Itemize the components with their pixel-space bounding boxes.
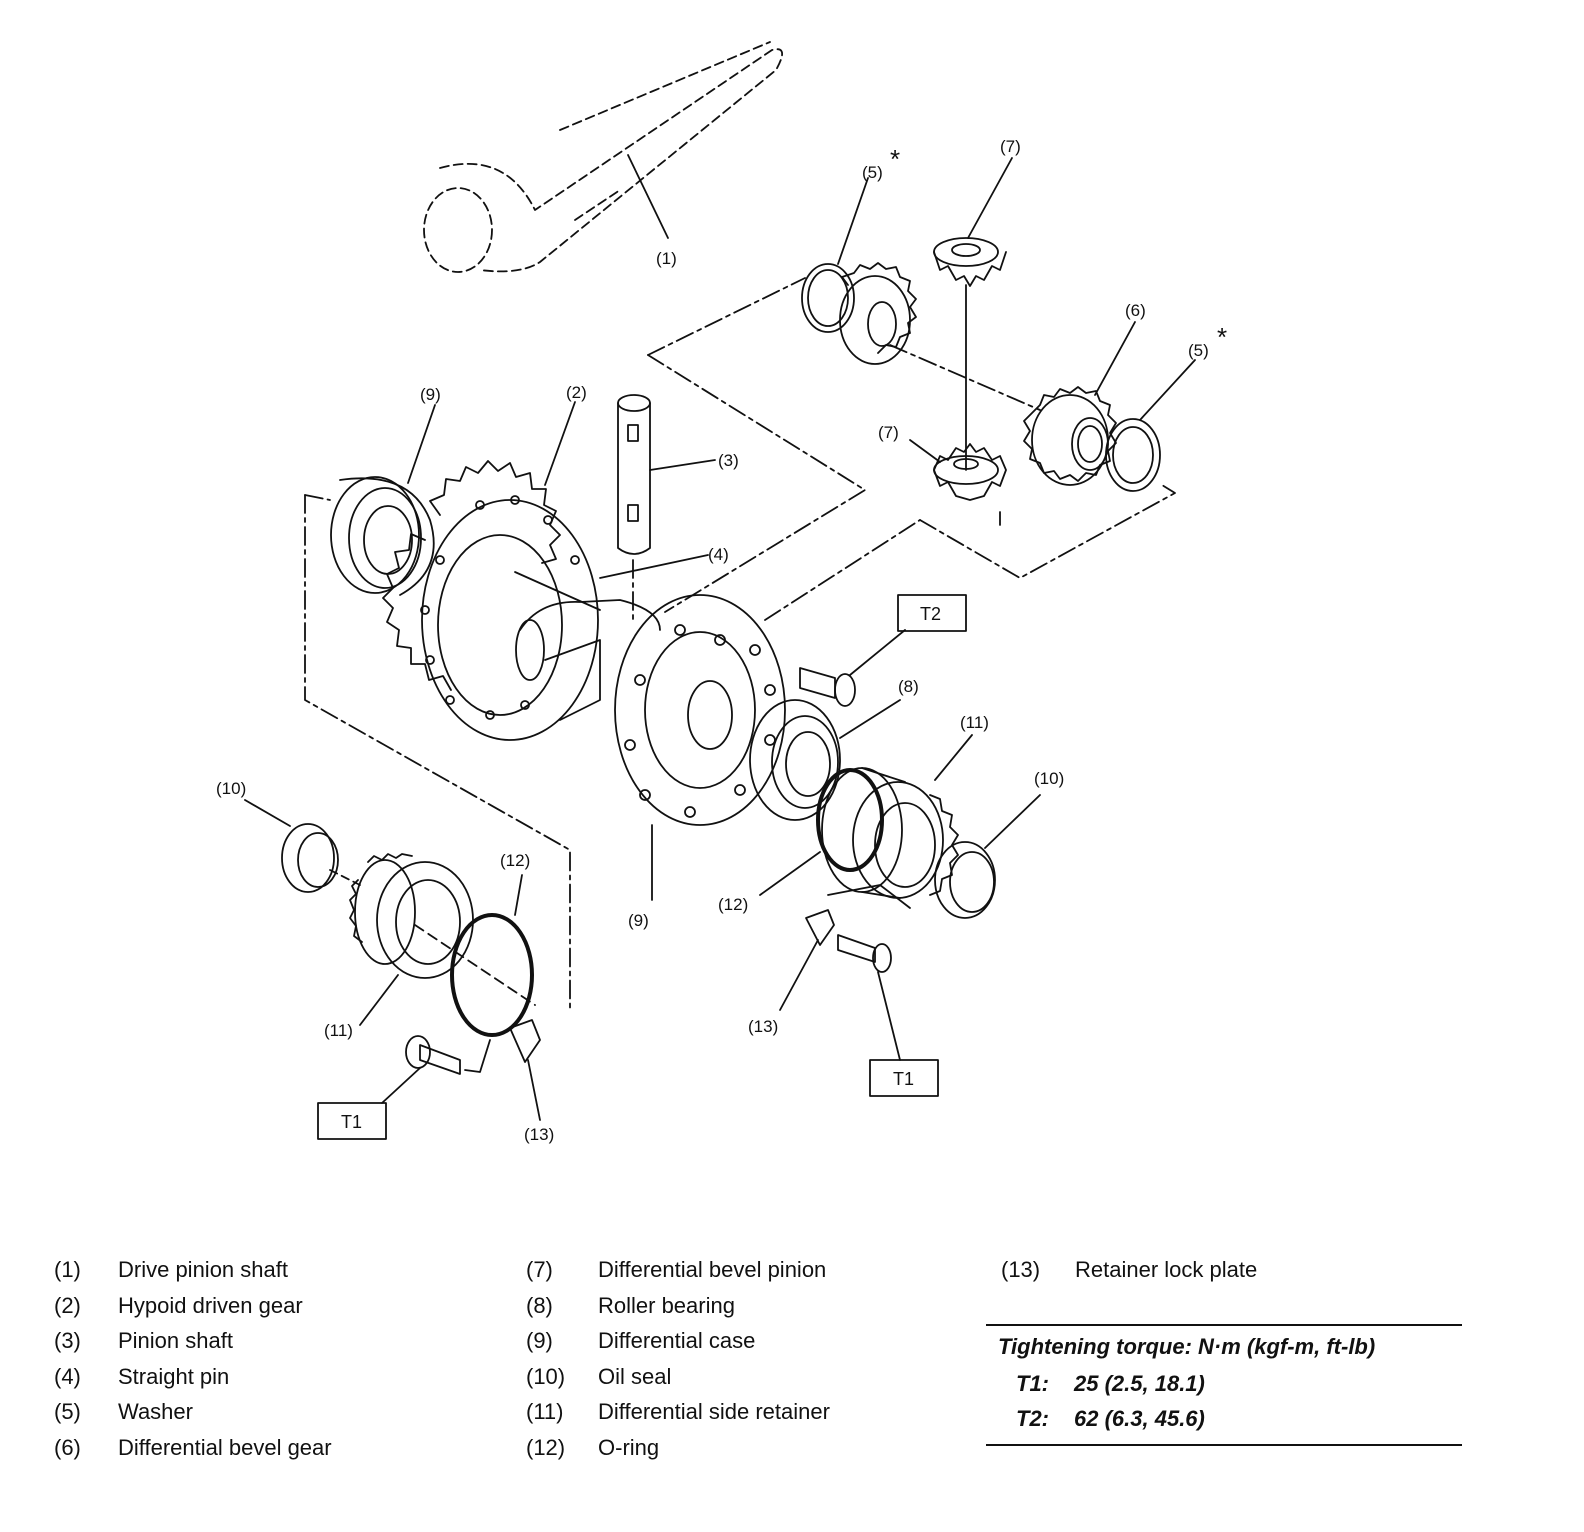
callout-1: (1) xyxy=(656,249,677,268)
legend-item: (3)Pinion shaft xyxy=(54,1328,233,1353)
oil-seal-left xyxy=(281,823,339,893)
callout-7-top: (7) xyxy=(1000,137,1021,156)
bolt-t1-left xyxy=(419,1044,461,1075)
legend-column-1: (1)Drive pinion shaft (2)Hypoid driven g… xyxy=(54,1252,332,1465)
bevel-pinion-bottom xyxy=(933,443,1007,501)
callout-5-right: (5) xyxy=(1188,341,1209,360)
callout-5-top-asterisk: * xyxy=(890,144,900,174)
legend-column-3: (13)Retainer lock plate xyxy=(1001,1252,1257,1288)
legend-item: (5)Washer xyxy=(54,1399,193,1424)
side-retainer-left xyxy=(349,853,474,979)
callout-13-right: (13) xyxy=(748,1017,778,1036)
callout-5-right-asterisk: * xyxy=(1217,322,1227,352)
bevel-gear-right xyxy=(1023,386,1117,486)
t1-label-right: T1 xyxy=(893,1069,914,1089)
t1-box-right xyxy=(869,1059,939,1097)
torque-row: T1:25 (2.5, 18.1) xyxy=(1016,1371,1205,1396)
legend-item: (2)Hypoid driven gear xyxy=(54,1292,303,1318)
hypoid-driven-gear xyxy=(382,460,599,741)
torque-row: T2:62 (6.3, 45.6) xyxy=(1016,1406,1205,1431)
legend-item: (4)Straight pin xyxy=(54,1363,230,1389)
legend-item: (9)Differential case xyxy=(526,1328,756,1353)
side-retainer-right xyxy=(821,767,959,899)
callout-10-left: (10) xyxy=(216,779,246,798)
legend-item: (10)Oil seal xyxy=(526,1363,672,1389)
exploded-diagram: (1) (2) (3) (4) (5) * (5) * (6) (7) (7) … xyxy=(216,41,1227,1144)
callout-9-top: (9) xyxy=(420,385,441,404)
legend-item: (13)Retainer lock plate xyxy=(1001,1257,1258,1282)
callout-12-right: (12) xyxy=(718,895,748,914)
legend-item: (7)Differential bevel pinion xyxy=(526,1257,827,1282)
lock-plate-left xyxy=(509,1019,541,1063)
washer-right xyxy=(1105,418,1161,492)
legend-item: (11)Differential side retainer xyxy=(526,1399,830,1424)
bevel-gear-left xyxy=(839,262,917,365)
legend-item: (8)Roller bearing xyxy=(526,1292,735,1318)
t2-label: T2 xyxy=(920,604,941,624)
pinion-shaft xyxy=(617,394,651,555)
t1-box-left xyxy=(317,1102,387,1140)
bearing-left xyxy=(330,476,435,596)
tightening-torque-table: Tightening torque: N·m (kgf-m, ft-lb) T1… xyxy=(986,1324,1462,1446)
callout-6: (6) xyxy=(1125,301,1146,320)
callout-12-left: (12) xyxy=(500,851,530,870)
callout-11-left: (11) xyxy=(324,1021,353,1040)
leader-1 xyxy=(627,154,669,239)
callout-5-top: (5) xyxy=(862,163,883,182)
roller-bearing xyxy=(749,699,841,821)
o-ring-right xyxy=(816,768,884,872)
callout-4: (4) xyxy=(708,545,729,564)
callout-7-bottom: (7) xyxy=(878,423,899,442)
o-ring-left xyxy=(450,913,534,1037)
callout-10-right: (10) xyxy=(1034,769,1064,788)
differential-case xyxy=(515,594,786,826)
legend-column-2: (7)Differential bevel pinion (8)Roller b… xyxy=(526,1252,830,1465)
callout-13-left: (13) xyxy=(524,1125,554,1144)
lock-plate-right xyxy=(805,909,835,946)
callout-11-right: (11) xyxy=(960,713,989,732)
torque-title: Tightening torque: N·m (kgf-m, ft-lb) xyxy=(998,1334,1376,1359)
washer-top xyxy=(801,263,855,333)
legend-item: (6)Differential bevel gear xyxy=(54,1434,332,1460)
bolt-t1-right xyxy=(837,934,876,963)
bolt-t2 xyxy=(799,667,856,707)
guide-lines xyxy=(304,277,1176,1011)
callout-3: (3) xyxy=(718,451,739,470)
t2-box xyxy=(897,594,967,632)
oil-seal-right xyxy=(934,841,996,919)
t1-label-left: T1 xyxy=(341,1112,362,1132)
callout-9-bottom: (9) xyxy=(628,911,649,930)
callout-2: (2) xyxy=(566,383,587,402)
callout-8: (8) xyxy=(898,677,919,696)
drive-pinion-shaft xyxy=(423,41,783,273)
bevel-pinion-top xyxy=(933,237,1007,287)
legend-item: (12)O-ring xyxy=(526,1434,660,1460)
straight-pin xyxy=(514,571,601,611)
legend-item: (1)Drive pinion shaft xyxy=(54,1257,288,1282)
